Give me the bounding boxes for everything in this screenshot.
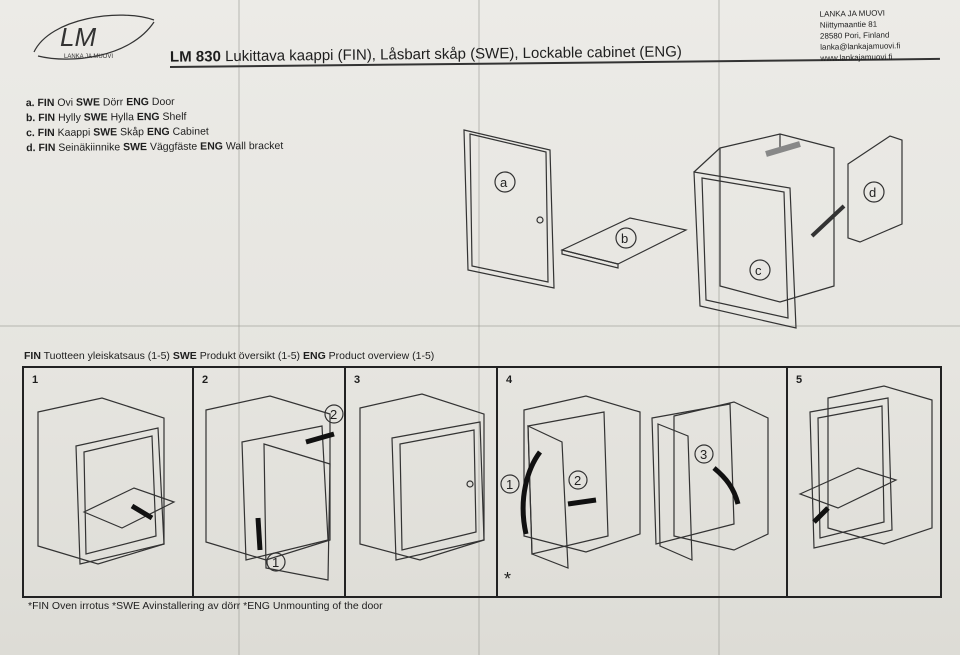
- fold-line: [718, 0, 720, 655]
- callout-1: 1: [506, 477, 513, 492]
- step-3-drawing: [359, 393, 485, 561]
- step-2-drawing: 2 1: [205, 395, 344, 581]
- shelf-drawing: b: [560, 217, 688, 269]
- callout-3: 3: [700, 447, 707, 462]
- logo-tagline: LANKA JA MUOVI: [64, 54, 113, 60]
- fold-line: [0, 325, 960, 327]
- unmount-marker: *: [504, 569, 512, 589]
- step-3-panel: 3: [346, 368, 498, 596]
- step-number: 4: [506, 374, 513, 386]
- step-4-drawing: 1 2 3: [500, 395, 769, 569]
- product-code: LM 830: [169, 48, 221, 66]
- step-1-panel: 1: [24, 368, 194, 596]
- step-number: 1: [32, 374, 39, 386]
- label-a: a: [500, 175, 508, 190]
- overview-title: FIN Tuotteen yleiskatsaus (1-5) SWE Prod…: [24, 350, 435, 362]
- step-4-panel: 4 1 2 3 *: [498, 368, 788, 596]
- company-web: www.lankajamuovi.fi: [820, 52, 893, 63]
- step-5-drawing: [798, 385, 933, 549]
- footnote: *FIN Oven irrotus *SWE Avinstallering av…: [28, 600, 383, 612]
- callout-1: 1: [272, 555, 279, 570]
- fold-line: [478, 0, 480, 655]
- step-number: 5: [796, 374, 803, 386]
- step-5-panel: 5: [788, 368, 940, 596]
- label-c: c: [755, 263, 762, 278]
- cabinet-drawing: c: [693, 133, 846, 329]
- brand-logo: LM LANKA JA MUOVI: [30, 8, 160, 66]
- parts-illustration: a b c d: [463, 129, 903, 329]
- fold-line: [238, 0, 240, 655]
- callout-2: 2: [330, 407, 337, 422]
- step-number: 3: [354, 374, 361, 386]
- bracket-drawing: d: [847, 135, 903, 243]
- steps-panel-strip: 1 2 2 1 3: [22, 366, 942, 598]
- door-drawing: a: [463, 129, 555, 289]
- company-address: LANKA JA MUOVI Niittymaantie 81 28580 Po…: [820, 7, 901, 63]
- label-d: d: [869, 185, 876, 200]
- legend-row: d. FIN Seinäkiinnike SWE Väggfäste ENG W…: [26, 139, 284, 155]
- step-number: 2: [202, 374, 209, 386]
- callout-2: 2: [574, 473, 581, 488]
- step-2-panel: 2 2 1: [194, 368, 346, 596]
- label-b: b: [621, 231, 628, 246]
- parts-legend: a. FIN Ovi SWE Dörr ENG Door b. FIN Hyll…: [26, 94, 284, 156]
- step-1-drawing: [37, 397, 176, 565]
- logo-mark: LM: [60, 22, 96, 52]
